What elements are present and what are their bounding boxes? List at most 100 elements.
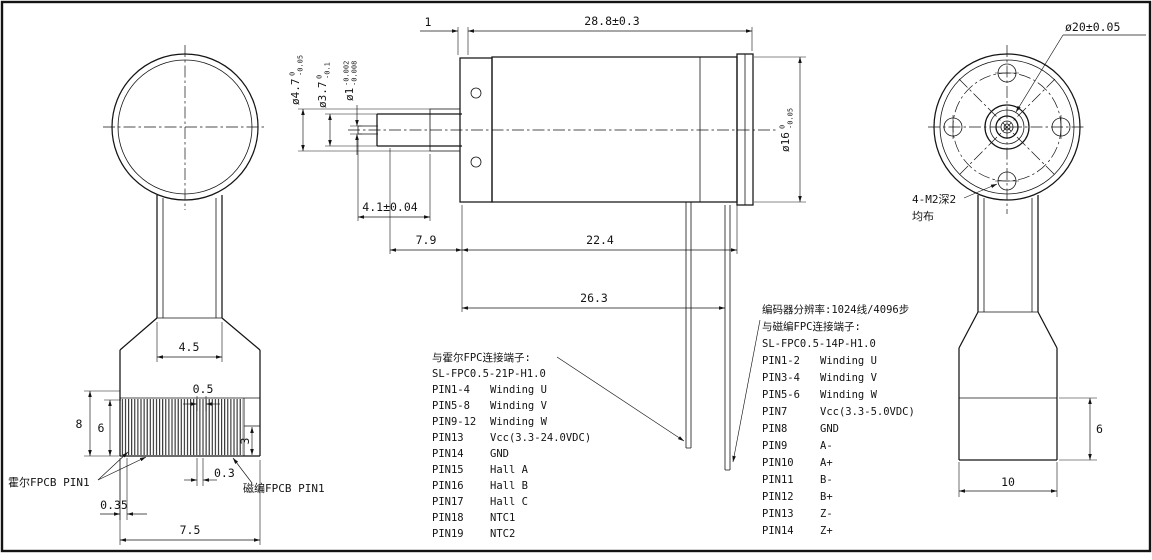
encoder-resolution-note: 编码器分辨率:1024线/4096步 — [762, 304, 910, 316]
pin-signal: Winding W — [820, 389, 877, 401]
dim-connector-height: 8 — [76, 417, 83, 431]
shaft-boss-circles — [984, 104, 1030, 150]
dim-contact-height: 6 — [98, 421, 105, 435]
dim-step: 0.5 — [193, 382, 214, 396]
pin-row: PIN19 NTC2 — [432, 526, 591, 542]
pin-signal: Z- — [820, 508, 833, 520]
pin-row: PIN8 GND — [762, 421, 915, 438]
pin-id: PIN14 — [762, 525, 794, 537]
pin-signal: Winding V — [490, 400, 547, 412]
pin-id: PIN13 — [432, 432, 464, 444]
pin-id: PIN19 — [432, 528, 464, 540]
dim-dia-tip: ø1 -0.002 -0.008 — [343, 61, 359, 101]
pin-signal: B- — [820, 474, 833, 486]
pin-row: PIN1-2 Winding U — [762, 353, 915, 370]
pin-row: PIN1-4 Winding U — [432, 382, 591, 398]
svg-text:-0.008: -0.008 — [351, 61, 359, 86]
pin-signal: Vcc(3.3-5.0VDC) — [820, 406, 915, 418]
pin-signal: GND — [820, 423, 839, 435]
encoder-fpc-connector: SL-FPC0.5-14P-H1.0 — [762, 338, 876, 350]
pin-id: PIN17 — [432, 496, 464, 508]
pin-id: PIN16 — [432, 480, 464, 492]
pin-id: PIN7 — [762, 406, 788, 418]
svg-text:0: 0 — [316, 75, 324, 79]
svg-text:-0.002: -0.002 — [343, 61, 351, 86]
svg-text:-0.05: -0.05 — [787, 108, 795, 129]
pin-id: PIN11 — [762, 474, 794, 486]
motor-fpc-connector: SL-FPC0.5-21P-H1.0 — [432, 368, 546, 380]
dim-total-length: 28.8±0.3 — [584, 14, 639, 28]
dim-tail-height: 3 — [238, 437, 252, 444]
pin-signal: Hall A — [490, 464, 528, 476]
pin-signal: A+ — [820, 457, 833, 469]
pin-row: PIN12 B+ — [762, 489, 915, 506]
svg-text:-0.05: -0.05 — [297, 55, 305, 76]
pin-signal: Winding U — [820, 355, 877, 367]
dim-block-height: 6 — [1096, 422, 1103, 436]
pin-id: PIN9-12 — [432, 416, 477, 428]
dim-dia-body: ø16 0 -0.05 — [779, 108, 795, 152]
front-view-dimensions: 4.5 8 6 0.5 3 0.3 0.35 7.5 霍尔FPCB PIN1 — [8, 322, 325, 545]
pin-signal: NTC2 — [490, 528, 516, 540]
thread-note-line2: 均布 — [912, 210, 934, 223]
pin-row: PIN10 A+ — [762, 455, 915, 472]
side-view-dimensions: 1 28.8±0.3 ø4.7 0 -0.05 ø3.7 0 -0.1 ø1 -… — [289, 14, 806, 463]
pin-signal: GND — [490, 448, 509, 460]
dim-bolt-circle: ø20±0.05 — [1065, 20, 1120, 34]
svg-text:ø3.7: ø3.7 — [316, 82, 329, 109]
pin-row: PIN9 A- — [762, 438, 915, 455]
svg-text:ø1: ø1 — [343, 88, 356, 101]
pin-row: PIN11 B- — [762, 472, 915, 489]
pin-row: PIN15 Hall A — [432, 462, 591, 478]
pin-id: PIN12 — [762, 491, 794, 503]
dim-dia-boss: ø4.7 0 -0.05 — [289, 55, 305, 105]
pin-id: PIN8 — [762, 423, 788, 435]
svg-text:ø4.7: ø4.7 — [289, 79, 302, 106]
svg-text:0: 0 — [289, 72, 297, 76]
svg-text:-0.1: -0.1 — [324, 62, 332, 79]
encoder-fpc-ribbon — [724, 205, 731, 471]
pin-signal: Winding W — [490, 416, 547, 428]
dim-connector-width: 7.5 — [180, 523, 201, 537]
pin-signal: Hall C — [490, 496, 528, 508]
pin-signal: B+ — [820, 491, 833, 503]
pin-id: PIN15 — [432, 464, 464, 476]
pin-id: PIN18 — [432, 512, 464, 524]
dim-body-with-fpc: 26.3 — [580, 291, 608, 305]
label-encoder-fpcb-pin1: 磁编FPCB PIN1 — [243, 481, 325, 495]
pin-signal: Hall B — [490, 480, 528, 492]
svg-text:0: 0 — [779, 125, 787, 129]
pin-id: PIN1-4 — [432, 384, 470, 396]
pin-signal: A- — [820, 440, 833, 452]
dim-dia-shaft: ø3.7 0 -0.1 — [316, 62, 332, 108]
dim-body-length: 22.4 — [586, 233, 614, 247]
pin-row: PIN17 Hall C — [432, 494, 591, 510]
label-hall-fpcb-pin1: 霍尔FPCB PIN1 — [8, 476, 90, 489]
rear-view-outline — [928, 45, 1086, 461]
pin-id: PIN10 — [762, 457, 794, 469]
dim-front-lip: 1 — [425, 15, 432, 29]
pin-id: PIN1-2 — [762, 355, 800, 367]
encoder-fpc-title: 与磁编FPC连接端子: — [762, 321, 861, 333]
fpc-contact-fingers — [121, 399, 243, 455]
dim-neck-width: 4.5 — [179, 340, 200, 354]
dim-front-section: 7.9 — [416, 233, 437, 247]
thread-note-line1: 4-M2深2 — [912, 193, 956, 206]
pin-signal: Winding U — [490, 384, 547, 396]
dim-block-width: 10 — [1001, 475, 1015, 489]
svg-text:ø16: ø16 — [779, 132, 792, 152]
pin-row: PIN9-12 Winding W — [432, 414, 591, 430]
pin-row: PIN7 Vcc(3.3-5.0VDC) — [762, 404, 915, 421]
pin-id: PIN9 — [762, 440, 788, 452]
dim-contact-pitch: 0.3 — [214, 466, 235, 480]
